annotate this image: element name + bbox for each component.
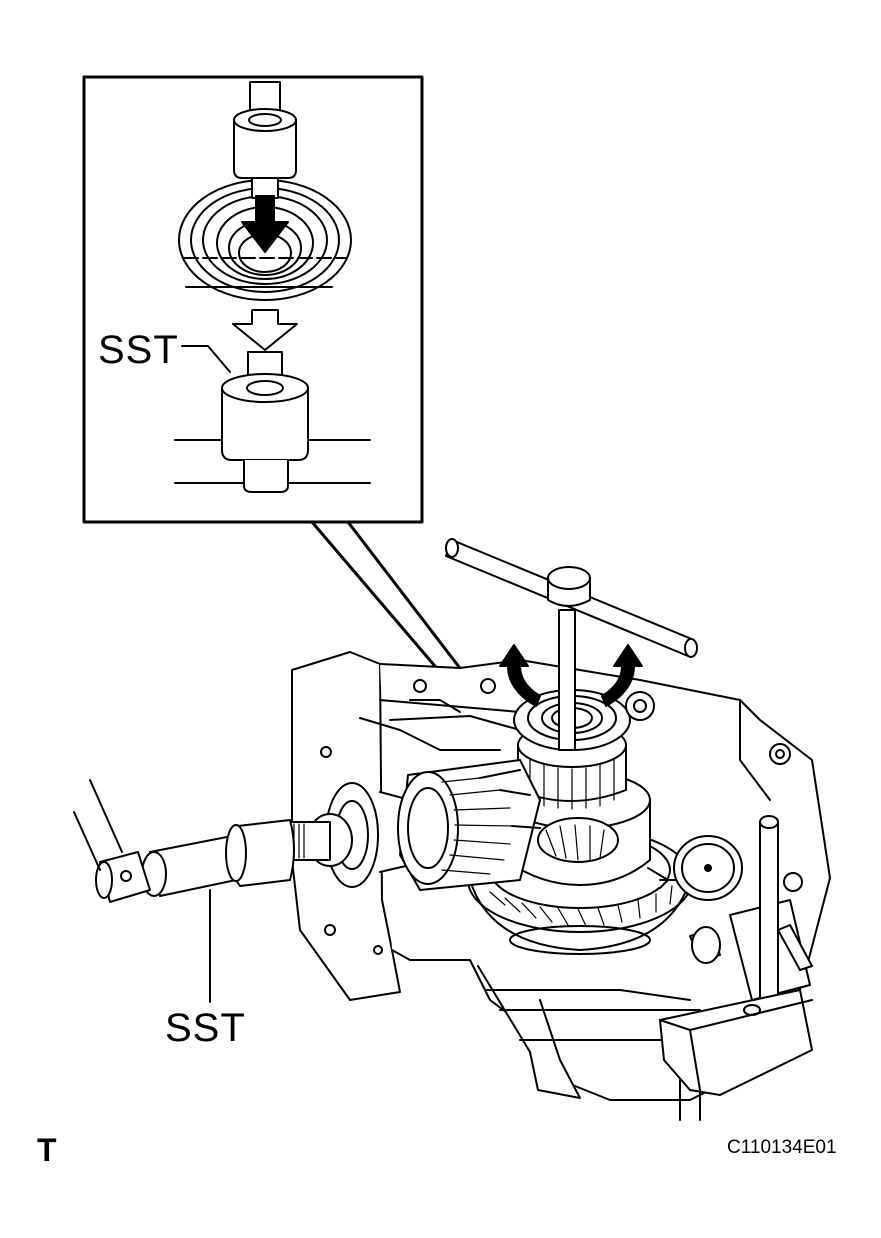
inset-detail <box>84 77 515 740</box>
dial-indicator <box>660 816 812 1095</box>
sst-label-main: SST <box>165 1006 246 1050</box>
drive-pinion <box>380 760 540 890</box>
corner-mark: T <box>37 1132 57 1168</box>
sst-label-inset: SST <box>98 328 179 372</box>
t-handle-puller <box>446 539 697 750</box>
sst-pinion-tool <box>74 780 352 1002</box>
figure-code: C110134E01 <box>727 1137 837 1158</box>
